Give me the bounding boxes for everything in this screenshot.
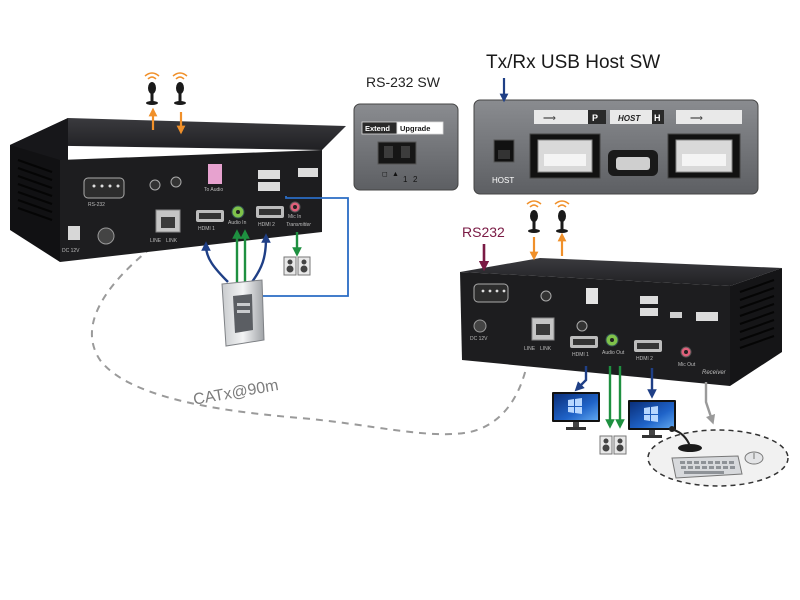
rs232-label: RS232 [462,224,505,240]
ir-sensor-icon [526,200,542,233]
hdmi-out-arrow [574,366,588,392]
usb-p-label: P [592,113,598,123]
svg-text:▲: ▲ [392,171,399,178]
rs232-port [83,177,125,199]
hdmi-arrow [201,241,229,283]
peripheral-group [647,426,789,487]
audio-jack [149,179,161,191]
tx-line-label: LINE [150,238,162,244]
tx-rs232-label: RS-232 [88,202,105,208]
usb-port [298,168,318,177]
rs232-sw-label: RS-232 SW [366,74,440,90]
usb-out-arrow [704,382,716,425]
switch-pos1: 1 [403,175,408,184]
ground-terminal [68,226,80,240]
rx-dc-label: DC 12V [470,336,488,342]
audio-jack [540,290,552,302]
microphone-icon [669,426,702,452]
toslink-port [208,164,222,184]
dc-jack [97,227,115,245]
ir-sensor-icon [172,72,188,105]
tx-dc-label: DC 12V [62,248,80,254]
mini-usb-port [670,312,682,318]
svg-text:◻: ◻ [382,171,388,178]
audio-jack [576,320,588,332]
usb-host-sw-label: Tx/Rx USB Host SW [486,52,661,73]
tx-hdmi1-label: HDMI 1 [198,226,215,232]
speaker-icon [599,435,627,455]
usb-port [640,296,658,304]
rs232-switch-panel: Extend Upgrade ◻ ▲ 1 2 [353,103,459,191]
tx-toaudio-label: To Audio [204,187,223,193]
usb-h-label: H [654,113,661,123]
rs232-port [473,283,509,303]
rx-hdmi1-label: HDMI 1 [572,352,589,358]
usb-port [640,308,658,316]
rx-audio-label: Audio Out [602,350,625,356]
toslink-port [586,288,598,304]
usb-host-tag: HOST [618,114,641,123]
ir-sensor-icon [144,72,160,105]
ir-sensor-icon [554,200,570,233]
usb-port [696,312,718,321]
audio-jack [170,176,182,188]
rx-mic-label: Mic Out [678,362,696,368]
mouse-icon [744,451,764,465]
rx-line-label: LINE [524,346,536,352]
monitor-icon [552,392,600,430]
switch-pos2: 2 [413,175,418,184]
dc-jack [473,319,487,333]
keyboard-icon [671,455,743,479]
usb-port [258,170,280,179]
speaker-icon [283,256,311,276]
rx-hdmi2-label: HDMI 2 [636,356,653,362]
rs232-dip-switch[interactable] [377,141,417,165]
usb-cable [262,196,349,297]
host-switch-label: HOST [492,176,514,185]
pc-tower-icon [221,279,265,347]
receiver-unit: DC 12V LINE LINK HDMI 1 HDMI 2 Audio Out… [460,258,782,386]
transmitter-unit: DC 12V RS-232 LINE LINK HDMI 1 HDMI 2 Au… [10,118,346,262]
rx-link-label: LINK [540,346,552,352]
tx-mic-label: Mic In [288,214,302,220]
usb-symbol-icon: ⟹ [690,113,703,123]
switch-upgrade-label: Upgrade [400,124,430,133]
tx-audio-label: Audio In [228,220,247,226]
switch-extend-label: Extend [365,124,390,133]
tx-hdmi2-label: HDMI 2 [258,222,275,228]
monitor-icon [628,400,676,438]
tx-model-label: Transmitter [286,222,311,228]
tx-link-label: LINK [166,238,178,244]
hdmi-arrow [251,233,271,283]
rx-model-label: Receiver [702,370,727,376]
usb-host-switch-panel: ⟹ P HOST H ⟹ HOST [473,99,759,195]
usb-symbol-icon: ⟹ [543,113,556,123]
usb-port [258,182,280,191]
